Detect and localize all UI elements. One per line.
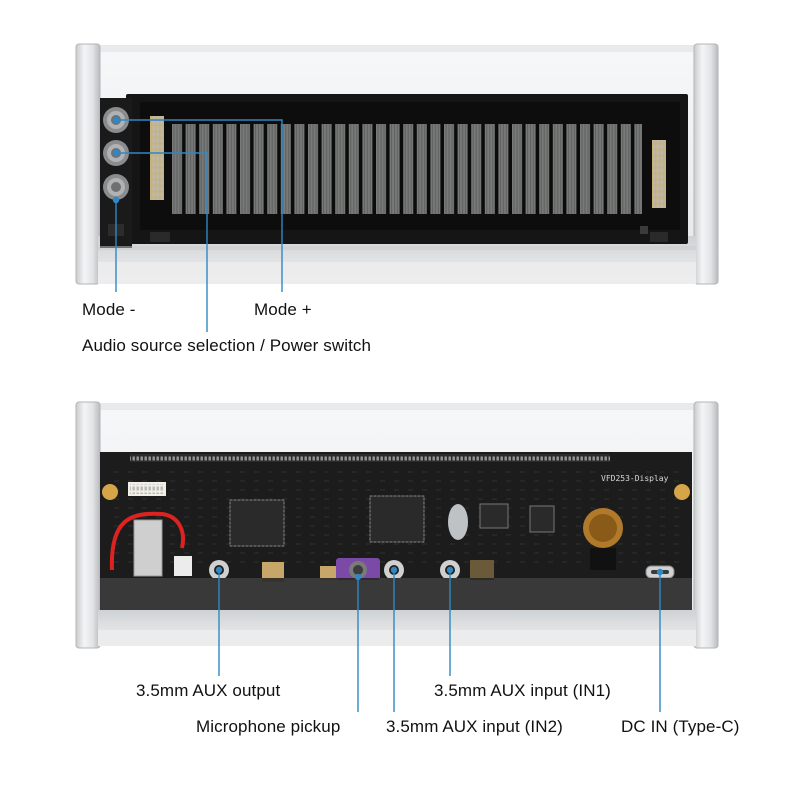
top-callouts	[115, 119, 283, 332]
label-aux-output: 3.5mm AUX output	[136, 681, 281, 700]
label-aux-in1: 3.5mm AUX input (IN1)	[434, 681, 611, 700]
vfd-display	[172, 124, 642, 214]
callout-audio-source	[116, 152, 208, 332]
bottom-right-leg	[693, 401, 719, 649]
label-audio-source: Audio source selection / Power switch	[82, 336, 372, 355]
label-mode-minus: Mode -	[82, 300, 136, 319]
bottom-callouts	[218, 570, 661, 712]
top-right-leg	[693, 43, 719, 285]
chip-main-center	[369, 495, 425, 543]
top-glass-top-edge	[96, 46, 700, 52]
top-device	[75, 43, 719, 285]
bottom-left-leg	[75, 401, 101, 649]
top-left-leg	[75, 43, 101, 285]
callout-mode-plus	[116, 119, 283, 292]
label-microphone: Microphone pickup	[196, 717, 341, 736]
chip-main-left	[229, 499, 285, 547]
board-name-label: VFD253-Display	[601, 474, 669, 483]
button-mode-minus	[103, 174, 129, 200]
label-aux-in2: 3.5mm AUX input (IN2)	[386, 717, 563, 736]
chip-small	[479, 503, 509, 529]
label-mode-plus: Mode +	[254, 300, 312, 319]
bottom-device: VFD253-Display	[75, 401, 719, 649]
label-dc-in: DC IN (Type-C)	[621, 717, 740, 736]
